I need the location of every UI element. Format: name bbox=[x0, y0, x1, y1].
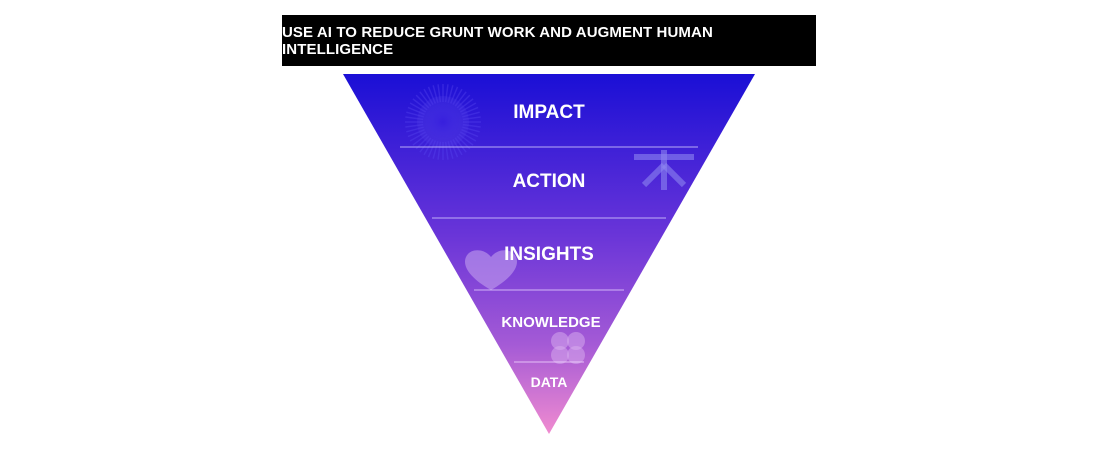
level-label-data: DATA bbox=[531, 374, 568, 390]
sunburst-icon bbox=[405, 84, 481, 160]
banner-title: USE AI TO REDUCE GRUNT WORK AND AUGMENT … bbox=[282, 15, 816, 66]
level-label-insights: INSIGHTS bbox=[504, 244, 594, 265]
heart-icon bbox=[465, 250, 517, 290]
asterisk-icon bbox=[634, 150, 694, 190]
pyramid-shape bbox=[343, 74, 755, 434]
level-label-action: ACTION bbox=[513, 171, 586, 192]
clover-icon bbox=[551, 332, 585, 364]
level-label-knowledge: KNOWLEDGE bbox=[501, 314, 600, 331]
level-label-impact: IMPACT bbox=[513, 102, 585, 123]
